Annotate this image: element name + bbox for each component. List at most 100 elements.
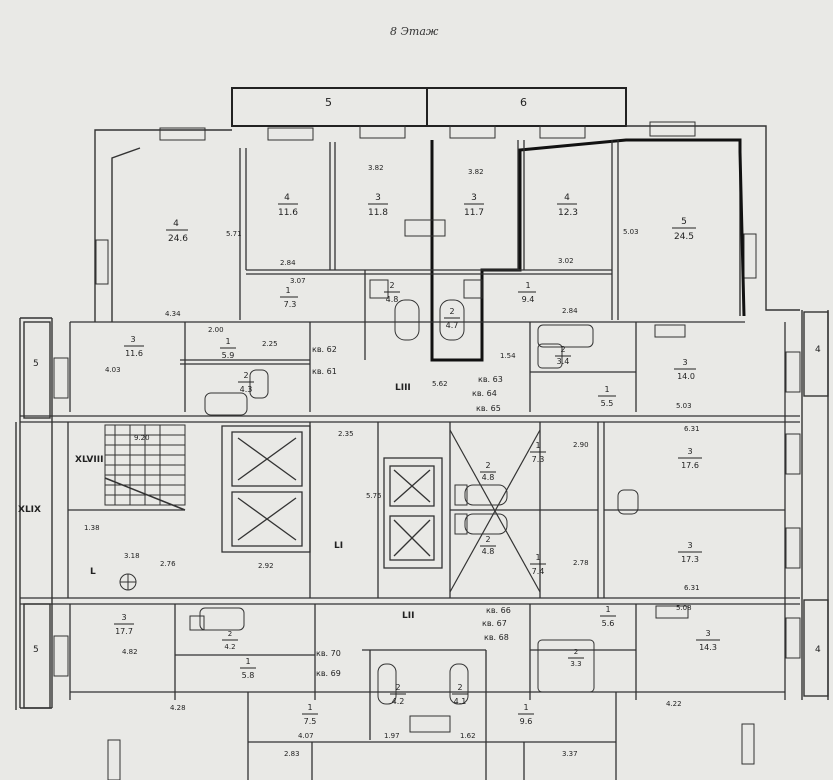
svg-text:3: 3 [687, 447, 692, 456]
room-label: 15.5 [598, 385, 616, 408]
room-label: 15.8 [240, 657, 256, 680]
svg-text:4.2: 4.2 [224, 643, 235, 651]
room-label: 24.8 [384, 281, 400, 304]
svg-text:3: 3 [682, 358, 687, 367]
svg-text:1: 1 [605, 605, 610, 614]
room-label: 17.3 [280, 286, 298, 309]
dimension-label: 5.03 [676, 402, 692, 410]
dimension-label: 2.84 [562, 307, 578, 315]
room-label: 24.3 [238, 371, 254, 394]
dimension-label: 3.37 [562, 750, 578, 758]
svg-text:17.7: 17.7 [115, 627, 133, 636]
svg-text:5.6: 5.6 [602, 619, 615, 628]
dimension-label: 4.28 [170, 704, 186, 712]
svg-text:7.3: 7.3 [532, 455, 545, 464]
sanitary-fixtures [119, 219, 689, 733]
svg-text:3.3: 3.3 [570, 660, 581, 668]
room-label: 311.6 [124, 335, 144, 358]
svg-text:1: 1 [307, 703, 312, 712]
room-label: 317.7 [114, 613, 134, 636]
dimension-label: 3.02 [558, 257, 574, 265]
dimension-label: 3.07 [290, 277, 306, 285]
room-label: 17.5 [302, 703, 318, 726]
section-label: LI [334, 541, 343, 551]
apartment-label: кв. 64 [472, 389, 497, 398]
room-label: 24.2 [390, 683, 406, 706]
dimension-label: 4.22 [666, 700, 682, 708]
svg-text:5: 5 [681, 217, 687, 227]
room-label: 424.6 [166, 219, 188, 244]
room-label: 19.4 [518, 281, 536, 304]
apartment-label: кв. 69 [316, 669, 341, 678]
window-marks [53, 121, 801, 780]
svg-text:5.9: 5.9 [222, 351, 235, 360]
svg-text:1: 1 [245, 657, 250, 666]
dimension-label: 6.31 [684, 425, 700, 433]
svg-text:4.3: 4.3 [240, 385, 253, 394]
svg-text:2: 2 [395, 683, 400, 692]
dimension-label: 2.00 [208, 326, 224, 334]
section-label: L [90, 567, 96, 577]
apartment-label: кв. 70 [316, 649, 341, 658]
dimension-label: 2.35 [338, 430, 354, 438]
room-label: 24.8 [480, 535, 496, 556]
elevator-shafts [221, 425, 443, 569]
svg-text:2: 2 [485, 461, 490, 470]
svg-text:4.2: 4.2 [392, 697, 405, 706]
apartment-label: кв. 68 [484, 633, 509, 642]
svg-text:14.0: 14.0 [677, 372, 695, 381]
svg-text:24.5: 24.5 [674, 232, 694, 242]
svg-text:4: 4 [173, 219, 179, 229]
balcony-label-6: 6 [520, 96, 527, 109]
svg-text:7.3: 7.3 [284, 300, 297, 309]
svg-text:17.3: 17.3 [681, 555, 699, 564]
section-label: XLVIII [75, 455, 103, 465]
dimension-label: 5.62 [432, 380, 448, 388]
room-label: 24.2 [222, 630, 238, 651]
dimension-label: 1.38 [84, 524, 100, 532]
svg-text:3.4: 3.4 [557, 357, 570, 366]
svg-text:11.6: 11.6 [125, 349, 143, 358]
room-label: 15.9 [220, 337, 236, 360]
svg-text:4: 4 [284, 193, 290, 203]
svg-text:11.8: 11.8 [368, 208, 388, 218]
dimension-label: 4.03 [105, 366, 121, 374]
svg-text:5.5: 5.5 [601, 399, 614, 408]
svg-text:11.7: 11.7 [464, 208, 484, 218]
svg-text:3: 3 [130, 335, 135, 344]
svg-text:1: 1 [285, 286, 290, 295]
dimension-label: 2.90 [573, 441, 589, 449]
svg-text:4.8: 4.8 [386, 295, 399, 304]
room-label: 24.8 [480, 461, 496, 482]
room-label: 311.7 [464, 193, 484, 218]
svg-text:1: 1 [525, 281, 530, 290]
room-label: 412.3 [557, 193, 578, 218]
dimension-label: 4.34 [165, 310, 181, 318]
dimension-label: 2.92 [258, 562, 274, 570]
room-label: 24.1 [452, 683, 468, 706]
svg-text:24.6: 24.6 [168, 234, 188, 244]
room-label: 314.3 [696, 629, 720, 652]
apartment-label: кв. 62 [312, 345, 337, 354]
svg-text:2: 2 [389, 281, 394, 290]
interior-walls [20, 140, 800, 780]
dimension-label: 2.84 [280, 259, 296, 267]
side-label: 4 [815, 645, 821, 655]
room-label: 19.6 [518, 703, 534, 726]
section-label: XLIX [18, 505, 41, 515]
room-label: 524.5 [672, 217, 696, 242]
room-label: 311.8 [368, 193, 388, 218]
svg-text:3: 3 [375, 193, 381, 203]
apartment-labels: кв. 62 кв. 61 кв. 63 кв. 64 кв. 65 кв. 6… [312, 345, 511, 678]
dimension-label: 1.62 [460, 732, 476, 740]
room-label: 23.4 [555, 345, 571, 366]
section-label: LIII [395, 383, 411, 393]
svg-text:14.3: 14.3 [699, 643, 717, 652]
svg-text:2: 2 [228, 630, 232, 638]
dimension-label: 1.97 [384, 732, 400, 740]
svg-text:9.6: 9.6 [520, 717, 533, 726]
dimension-labels: 3.82 3.82 2.84 3.07 3.02 4.34 2.25 2.00 … [84, 164, 700, 758]
room-label: 317.3 [678, 541, 702, 564]
